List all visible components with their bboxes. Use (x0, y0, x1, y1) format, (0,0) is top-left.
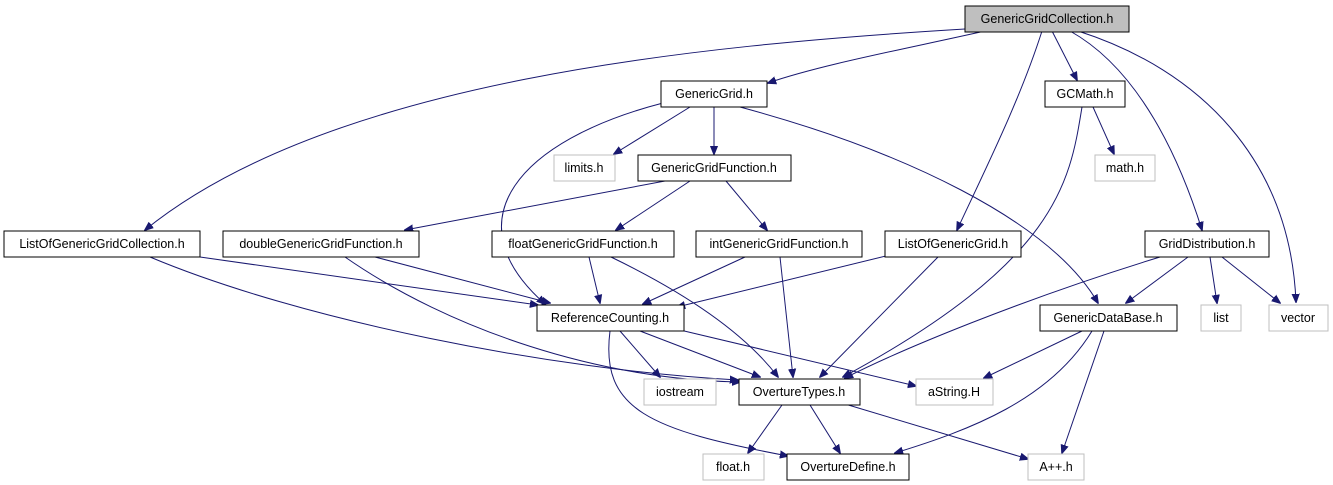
edge-floatgenericgridfunction-referencecounting (588, 256, 600, 303)
nodes: GenericGridCollection.h GenericGrid.h GC… (3, 5, 1329, 481)
edge-genericgridfunction-floatgenericgridfunction (616, 180, 691, 230)
edge-genericgridfunction-doublegenericgridfunction (405, 180, 666, 230)
node-label: ListOfGenericGridCollection.h (19, 237, 184, 251)
node-label: GenericGrid.h (675, 87, 753, 101)
node-iostream[interactable]: iostream (643, 378, 717, 406)
node-floath[interactable]: float.h (702, 453, 765, 481)
node-label: intGenericGridFunction.h (710, 237, 849, 251)
edge-referencecounting-astring (679, 329, 916, 386)
node-genericdatabase[interactable]: GenericDataBase.h (1039, 304, 1178, 332)
node-label: A++.h (1039, 460, 1072, 474)
edge-listofgenericgrid-referencecounting (677, 254, 891, 307)
node-label: ListOfGenericGrid.h (898, 237, 1009, 251)
node-aplusplus[interactable]: A++.h (1027, 453, 1085, 481)
edge-root-gcmath (1051, 30, 1077, 80)
node-label: list (1213, 311, 1229, 325)
node-label: GenericGridCollection.h (981, 12, 1114, 26)
node-limits[interactable]: limits.h (553, 154, 616, 182)
edge-overturetypes-floath (748, 404, 783, 453)
node-astring[interactable]: aString.H (915, 378, 994, 406)
node-floatgenericgridfunction[interactable]: floatGenericGridFunction.h (491, 230, 675, 258)
edge-genericgridfunction-intgenericgridfunction (725, 180, 767, 230)
edge-intgenericgridfunction-overturetypes (779, 256, 793, 377)
node-label: aString.H (928, 385, 980, 399)
edge-root-vector (1077, 30, 1296, 302)
node-overturedefine[interactable]: OvertureDefine.h (786, 453, 910, 481)
edge-overturetypes-overturedefine (809, 404, 840, 453)
edge-gcmath-overturetypes (843, 106, 1083, 377)
edge-griddistribution-overturetypes (845, 256, 1161, 378)
edge-root-listofgenericgridcollection (145, 28, 966, 230)
node-label: limits.h (565, 161, 604, 175)
edges (145, 28, 1296, 459)
node-label: vector (1281, 311, 1315, 325)
edge-root-griddistribution (1069, 30, 1202, 230)
node-label: OvertureTypes.h (753, 385, 845, 399)
edge-listofgenericgrid-overturetypes (820, 256, 939, 377)
edge-griddistribution-list (1209, 256, 1217, 303)
edge-overturetypes-aplusplus (844, 403, 1028, 459)
node-genericgrid[interactable]: GenericGrid.h (660, 80, 768, 108)
edge-referencecounting-overturedefine (608, 330, 788, 456)
edge-genericdatabase-overturedefine (895, 330, 1093, 453)
edge-referencecounting-iostream (619, 330, 660, 377)
node-gcmath[interactable]: GCMath.h (1044, 80, 1126, 108)
node-intgenericgridfunction[interactable]: intGenericGridFunction.h (695, 230, 863, 258)
node-overturetypes[interactable]: OvertureTypes.h (738, 378, 861, 406)
edge-intgenericgridfunction-referencecounting (643, 256, 746, 304)
node-griddistribution[interactable]: GridDistribution.h (1144, 230, 1270, 258)
edge-genericdatabase-aplusplus (1062, 330, 1105, 453)
node-label: math.h (1106, 161, 1144, 175)
node-mathh[interactable]: math.h (1094, 154, 1156, 182)
edge-genericgrid-limits (614, 106, 691, 154)
node-referencecounting[interactable]: ReferenceCounting.h (536, 304, 685, 332)
node-label: OvertureDefine.h (800, 460, 895, 474)
node-listofgenericgrid[interactable]: ListOfGenericGrid.h (884, 230, 1022, 258)
node-doublegenericgridfunction[interactable]: doubleGenericGridFunction.h (222, 230, 420, 258)
node-list[interactable]: list (1200, 304, 1242, 332)
edge-griddistribution-vector (1221, 256, 1280, 303)
edge-referencecounting-overturetypes (639, 330, 760, 377)
node-label: iostream (656, 385, 704, 399)
edge-genericdatabase-astring (984, 330, 1083, 378)
node-label: GCMath.h (1057, 87, 1114, 101)
node-listofgenericgridcollection[interactable]: ListOfGenericGridCollection.h (3, 230, 201, 258)
node-genericgridcollection[interactable]: GenericGridCollection.h (964, 5, 1130, 33)
edge-floatgenericgridfunction-overturetypes (610, 256, 778, 377)
node-label: GenericGridFunction.h (651, 161, 777, 175)
node-vector[interactable]: vector (1268, 304, 1329, 332)
edge-gcmath-mathh (1092, 106, 1114, 154)
edge-root-genericgrid (768, 30, 986, 83)
node-label: GridDistribution.h (1159, 237, 1256, 251)
edge-griddistribution-genericdatabase (1126, 256, 1189, 303)
node-label: GenericDataBase.h (1053, 311, 1162, 325)
node-label: ReferenceCounting.h (551, 311, 669, 325)
edge-root-listofgenericgrid (957, 30, 1043, 230)
edge-genericgrid-genericdatabase (739, 106, 1098, 303)
edge-doublegenericgridfunction-referencecounting (374, 256, 550, 303)
edge-genericgrid-referencecounting (501, 102, 664, 304)
node-label: floatGenericGridFunction.h (508, 237, 657, 251)
node-label: doubleGenericGridFunction.h (239, 237, 402, 251)
node-genericgridfunction[interactable]: GenericGridFunction.h (637, 154, 792, 182)
edge-listofgenericgridcollection-referencecounting (199, 256, 538, 305)
node-label: float.h (716, 460, 750, 474)
